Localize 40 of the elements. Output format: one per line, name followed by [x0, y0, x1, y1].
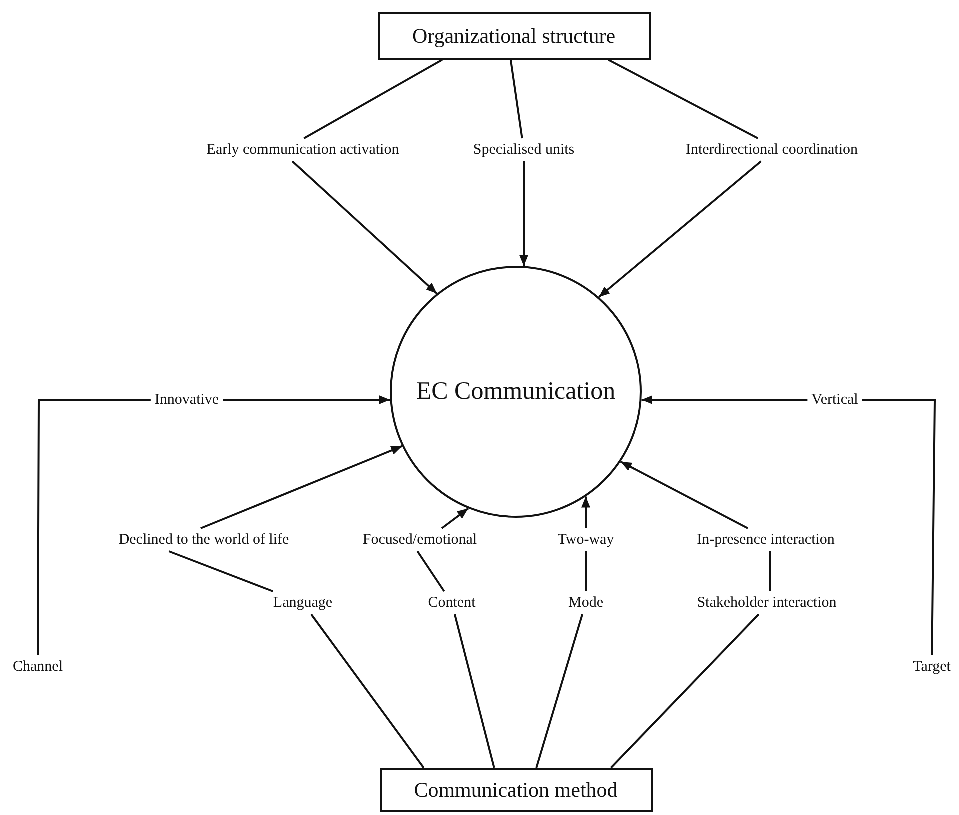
- connector-line: [168, 550, 274, 592]
- arrow: [200, 445, 403, 530]
- arrow: [292, 160, 438, 294]
- connector-line: [610, 614, 760, 769]
- node-label: Specialised units: [469, 138, 579, 162]
- node-label: Innovative: [150, 388, 224, 412]
- connector-line: [454, 614, 496, 768]
- node-label: Target: [909, 656, 955, 678]
- connector-line: [608, 59, 759, 140]
- node-label: Vertical: [808, 388, 862, 412]
- node-label: Interdirectional coordination: [682, 138, 862, 162]
- arrow: [642, 396, 808, 404]
- arrow: [441, 508, 470, 530]
- connector-line: [769, 552, 771, 592]
- connector-line: [416, 550, 446, 592]
- node-label: Early communication activation: [202, 138, 404, 162]
- arrow: [598, 160, 762, 298]
- labeled-box: Communication method: [380, 768, 652, 812]
- node-label: Declined to the world of life: [114, 528, 294, 552]
- connector-line: [585, 552, 587, 592]
- node-label: In-presence interaction: [693, 528, 839, 552]
- node-label: Focused/emotional: [358, 528, 482, 552]
- connector-line: [310, 614, 425, 769]
- arrow: [582, 496, 590, 528]
- connector-line: [304, 59, 443, 140]
- labeled-box: Organizational structure: [378, 12, 650, 60]
- arrow: [223, 396, 390, 404]
- node-label: Mode: [564, 592, 608, 614]
- node-label: Two-way: [554, 528, 618, 552]
- arrow: [520, 162, 528, 266]
- connector-line: [510, 60, 524, 139]
- connector-line: [862, 399, 936, 656]
- connector-line: [536, 614, 584, 768]
- connector-line: [37, 399, 151, 656]
- node-label: Language: [269, 592, 337, 614]
- node-label: Stakeholder interaction: [693, 592, 841, 614]
- arrow: [620, 460, 748, 530]
- node-label: Content: [424, 592, 480, 614]
- circle-node: EC Communication: [390, 266, 642, 518]
- node-label: Channel: [9, 656, 67, 678]
